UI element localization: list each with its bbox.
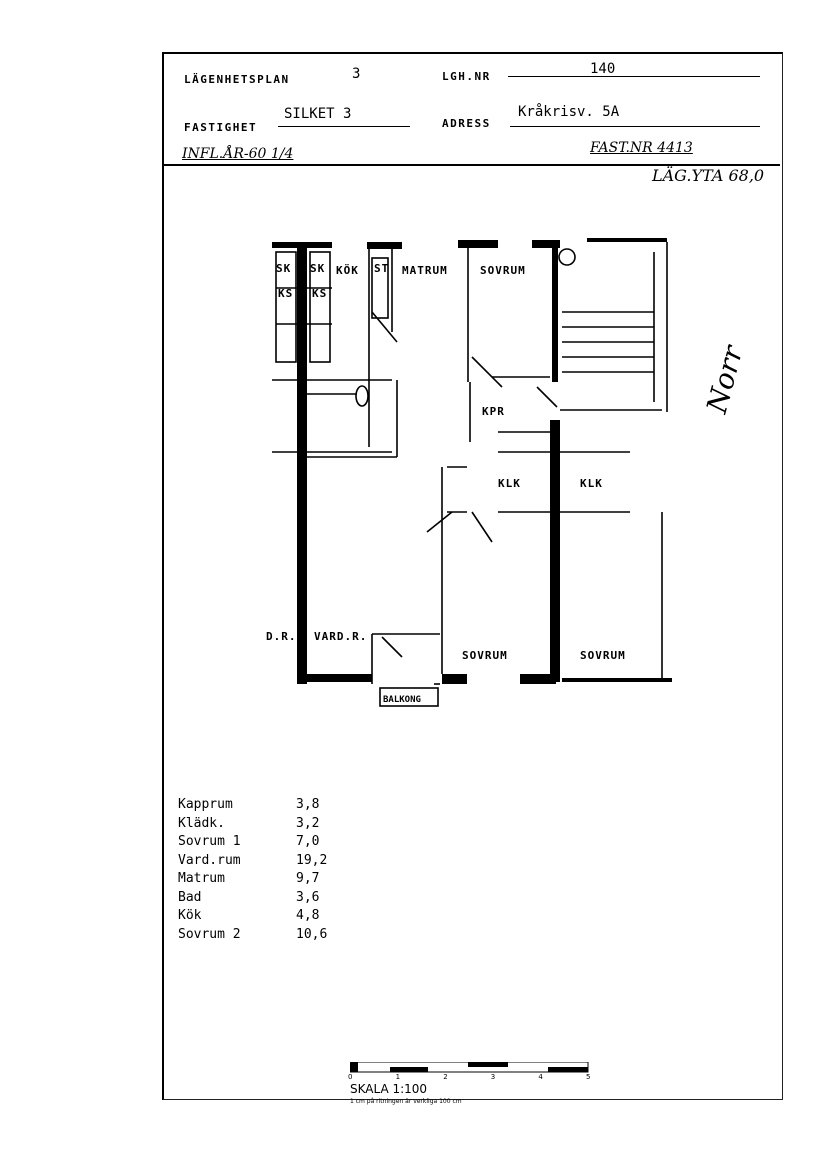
handwritten-area-note: LÄG.YTA 68,0 bbox=[652, 166, 765, 185]
room-name: Bad bbox=[178, 889, 202, 905]
plan-walls bbox=[272, 238, 672, 684]
room-row: Kapprum 3,8 bbox=[178, 796, 356, 815]
label-klk-2: KLK bbox=[580, 477, 603, 490]
room-area: 3,8 bbox=[296, 797, 320, 812]
property-name: SILKET 3 bbox=[284, 106, 352, 122]
handwritten-note-left: INFL.ÅR-60 1/4 bbox=[182, 146, 294, 162]
room-name: Kök bbox=[178, 908, 202, 923]
label-kpr: KPR bbox=[482, 405, 505, 418]
room-row: Sovrum 1 7,0 bbox=[178, 833, 356, 852]
apartment-number: 140 bbox=[590, 61, 616, 77]
scale-subtitle: 1 cm på ritningen är verkliga 100 cm bbox=[350, 1098, 462, 1105]
label-st: ST bbox=[374, 262, 389, 275]
label-kok: KÖK bbox=[336, 263, 359, 277]
room-name: Sovrum 1 bbox=[178, 834, 241, 849]
handwritten-note-right: FAST.NR 4413 bbox=[590, 140, 693, 156]
label-matrum: MATRUM bbox=[402, 264, 448, 277]
room-row: Klädk. 3,2 bbox=[178, 815, 356, 834]
label-sk-1: SK bbox=[276, 262, 291, 275]
apartment-label: LGH.NR bbox=[442, 70, 491, 83]
address-underline bbox=[510, 126, 760, 127]
scale-tick-label: 0 bbox=[348, 1073, 353, 1081]
plan-label: LÄGENHETSPLAN bbox=[184, 73, 290, 86]
label-balkong: BALKONG bbox=[383, 695, 421, 705]
plan-number: 3 bbox=[352, 66, 361, 82]
property-underline bbox=[278, 126, 410, 127]
address-value: Kråkrisv. 5A bbox=[518, 104, 620, 120]
scale-tick-label: 5 bbox=[586, 1073, 591, 1081]
room-name: Matrum bbox=[178, 871, 225, 886]
apartment-underline bbox=[508, 76, 760, 77]
scale-bar bbox=[350, 1062, 589, 1073]
header-separator bbox=[162, 164, 780, 166]
room-name: Klädk. bbox=[178, 815, 225, 831]
scale-title: SKALA 1:100 bbox=[350, 1082, 428, 1096]
room-row: Bad 3,6 bbox=[178, 889, 356, 908]
floor-plan: SK SK KS KS KÖK ST MATRUM SOVRUM KPR KLK… bbox=[266, 238, 672, 707]
label-sk-2: SK bbox=[310, 262, 325, 275]
room-area: 10,6 bbox=[296, 926, 328, 942]
room-row: Sovrum 2 10,6 bbox=[178, 926, 356, 945]
label-sovrum-bottom-right: SOVRUM bbox=[580, 649, 626, 662]
room-name: Kapprum bbox=[178, 797, 233, 812]
address-label: ADRESS bbox=[442, 117, 491, 130]
room-row: Vard.rum 19,2 bbox=[178, 852, 356, 871]
scale-tick-label: 3 bbox=[490, 1073, 496, 1081]
plan-lines bbox=[272, 242, 668, 685]
label-sovrum-bottom-left: SOVRUM bbox=[462, 649, 508, 662]
room-area: 4,8 bbox=[296, 908, 320, 923]
label-klk-1: KLK bbox=[498, 477, 521, 490]
label-ks-2: KS bbox=[312, 287, 327, 300]
room-name: Vard.rum bbox=[178, 852, 241, 868]
label-sovrum-top: SOVRUM bbox=[480, 264, 526, 277]
room-area: 3,6 bbox=[296, 889, 320, 905]
room-area: 3,2 bbox=[296, 815, 320, 831]
room-row: Kök 4,8 bbox=[178, 907, 356, 926]
room-area: 7,0 bbox=[296, 834, 320, 849]
label-ks-1: KS bbox=[278, 287, 293, 300]
label-dr: D.R. bbox=[266, 630, 297, 643]
property-label: FASTIGHET bbox=[184, 121, 258, 134]
scale-tick-label: 4 bbox=[538, 1073, 543, 1081]
room-area: 19,2 bbox=[296, 852, 328, 868]
drawing-frame bbox=[162, 52, 783, 1100]
label-vardrum: VARD.R. bbox=[314, 630, 367, 643]
scale-tick-label: 2 bbox=[443, 1073, 448, 1081]
room-area: 9,7 bbox=[296, 871, 320, 886]
room-name: Sovrum 2 bbox=[178, 926, 241, 942]
room-row: Matrum 9,7 bbox=[178, 870, 356, 889]
scale-tick-label: 1 bbox=[395, 1073, 401, 1081]
